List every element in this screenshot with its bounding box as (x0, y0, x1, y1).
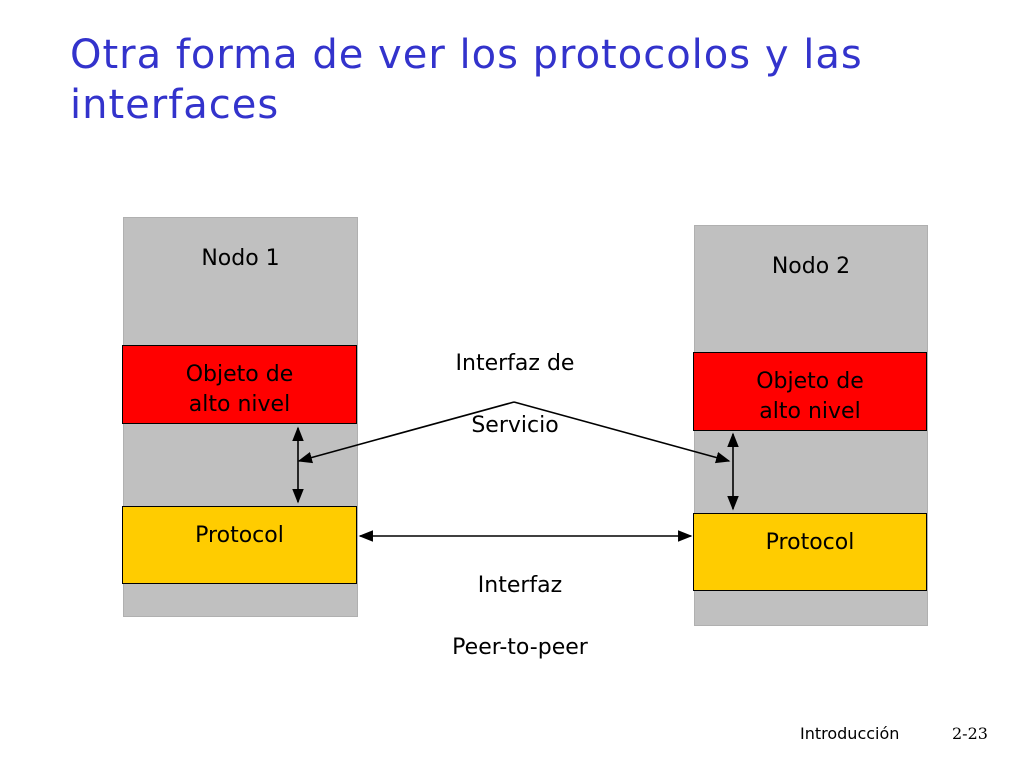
node-2-protocol-box: Protocol (693, 513, 927, 591)
slide-title-line-2: interfaces (70, 82, 280, 128)
node-2-protocol-label: Protocol (765, 530, 855, 555)
service-interface-label: Interfaz de Servicio (405, 317, 625, 441)
service-interface-arrow-left (297, 401, 515, 464)
peer-interface-label: Interfaz Peer-to-peer (415, 539, 625, 663)
peer-interface-line-2: Peer-to-peer (452, 635, 588, 660)
service-interface-line-1: Interfaz de (455, 351, 575, 376)
node-1-high-level-object: Objeto de alto nivel (122, 345, 357, 424)
node-2-label: Nodo 2 (771, 254, 851, 279)
slide-title: Otra forma de ver los protocolos y las i… (70, 30, 970, 130)
node-1-high-level-line-1: Objeto de (185, 362, 294, 387)
service-interface-arrow-right (513, 401, 731, 464)
node-1-protocol-box: Protocol (122, 506, 357, 584)
footer-section-name: Introducción (800, 724, 900, 743)
node-1-protocol-label: Protocol (195, 523, 284, 548)
node-2-high-level-line-1: Objeto de (756, 369, 864, 394)
slide-title-line-1: Otra forma de ver los protocolos y las (70, 32, 863, 78)
peer-interface-line-1: Interfaz (477, 573, 563, 598)
node-2-high-level-line-2: alto nivel (759, 399, 861, 424)
node-1-label: Nodo 1 (201, 246, 280, 271)
footer-page-number: 2-23 (952, 724, 988, 743)
service-interface-line-2: Servicio (471, 413, 559, 438)
node-2-high-level-object: Objeto de alto nivel (693, 352, 927, 431)
node-1-high-level-line-2: alto nivel (188, 392, 291, 417)
